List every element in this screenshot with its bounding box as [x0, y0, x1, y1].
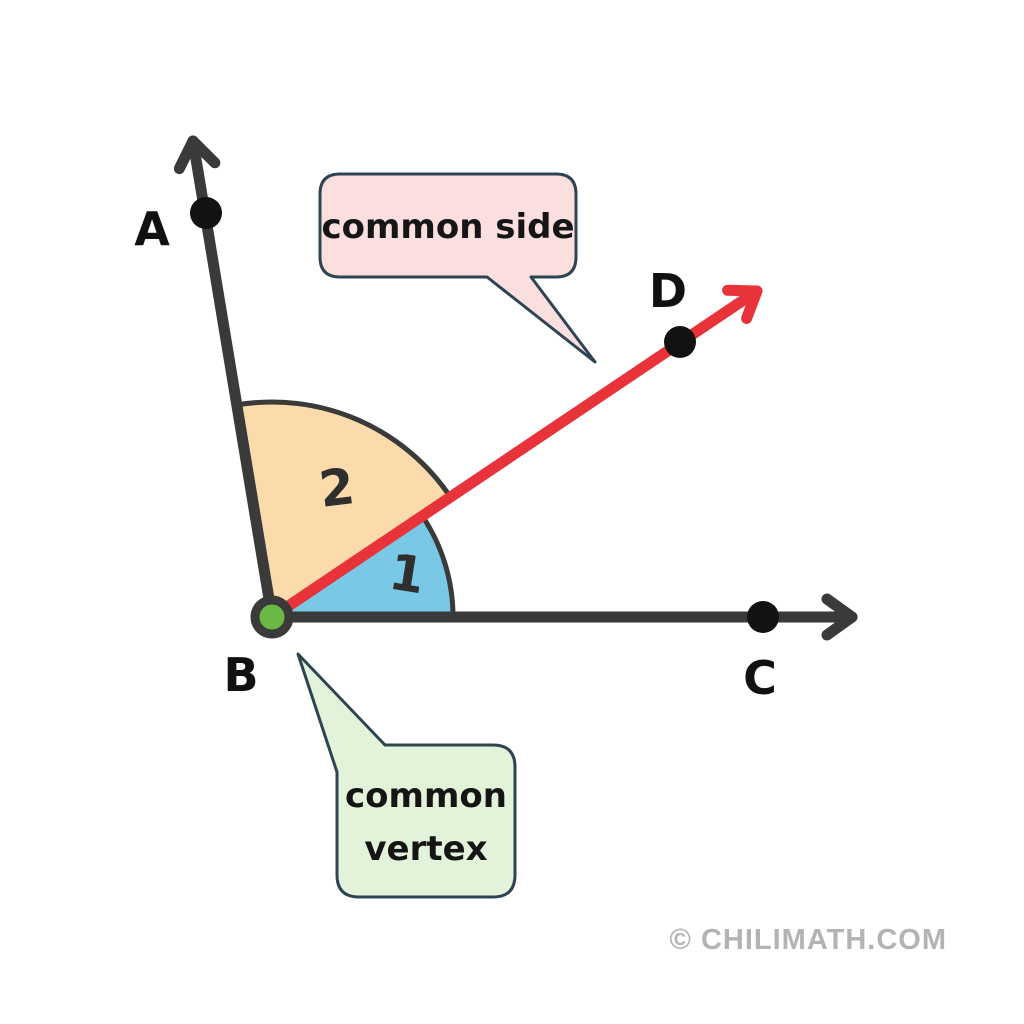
common-side-callout-bubble: [318, 172, 597, 364]
common-vertex-callout-text-line2: vertex: [364, 829, 487, 869]
common-vertex-callout-text-line1: common: [345, 776, 507, 816]
angle-2-label: 2: [316, 457, 358, 519]
point-d-dot: [664, 326, 696, 358]
point-a-dot: [190, 197, 222, 229]
point-a-label: A: [134, 202, 170, 256]
watermark: © CHILIMATH.COM: [670, 924, 947, 956]
point-c-label: C: [743, 651, 777, 705]
point-c-dot: [747, 601, 779, 633]
angle-2-sector: [234, 399, 453, 620]
common-vertex-callout-bubble: [296, 652, 517, 899]
common-side-callout-text: common side: [321, 207, 574, 247]
common-vertex-callout: common vertex: [296, 652, 517, 899]
point-b-label: B: [223, 648, 258, 702]
point-d-label: D: [649, 264, 687, 318]
vertex-b-dot: [250, 595, 294, 639]
common-side-callout: common side: [318, 172, 597, 364]
